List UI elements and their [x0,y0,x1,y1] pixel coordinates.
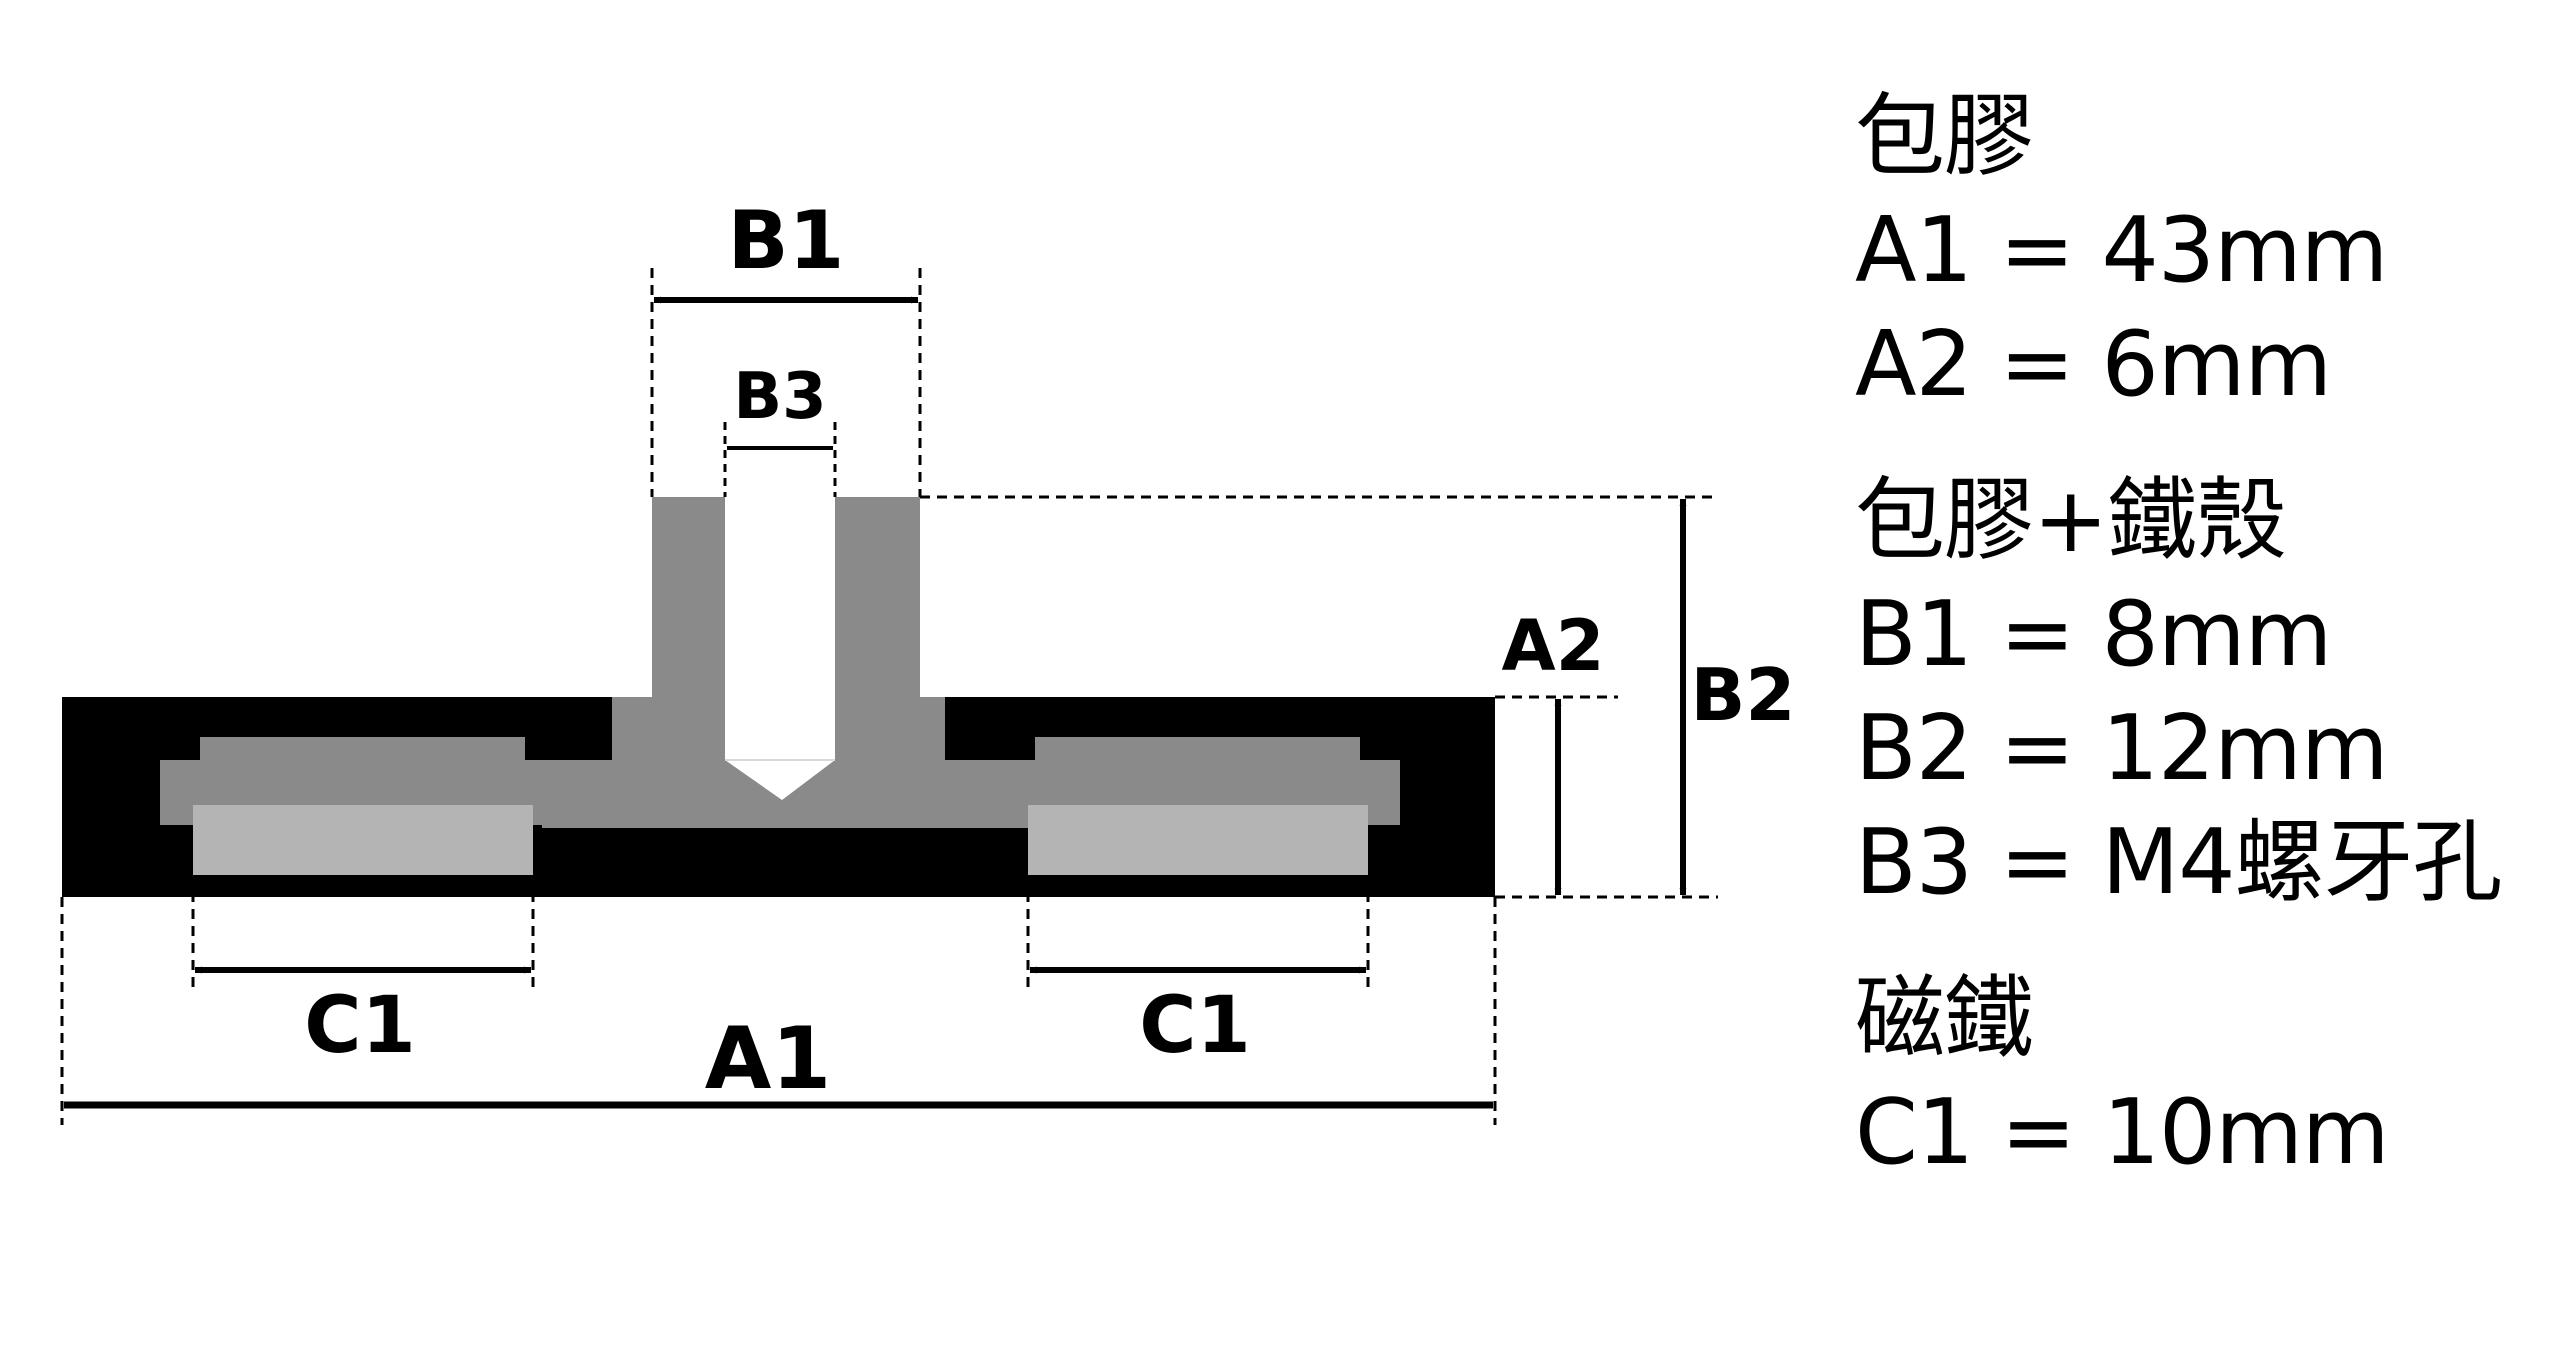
label-c1-left: C1 [304,981,416,1071]
cross-section-body [62,497,1495,897]
dimension-lines [60,268,1718,1125]
label-b1: B1 [728,194,845,287]
spec-line-a2: A2 = 6mm [1855,312,2332,417]
label-b2: B2 [1691,653,1796,737]
spec-line-a1: A1 = 43mm [1855,198,2388,303]
threaded-hole [725,497,835,800]
label-c1-right: C1 [1139,981,1251,1071]
spec-heading-magnet: 磁鐵 [1855,966,2034,1071]
spec-group-rubber-steel: 包膠+鐵殼 B1 = 8mm B2 = 12mm B3 = M4螺牙孔 [1855,464,2535,920]
spec-line-b1: B1 = 8mm [1855,582,2332,687]
magnet-left [193,805,533,875]
dimension-labels: B1 B3 A2 B2 C1 C1 A1 [304,194,1795,1109]
spec-line-b2: B2 = 12mm [1855,696,2389,801]
spec-heading-rubber-steel: 包膠+鐵殼 [1855,468,2286,573]
spec-line-b3: B3 = M4螺牙孔 [1855,810,2503,915]
label-a1: A1 [705,1009,831,1109]
spec-heading-rubber: 包膠 [1855,84,2034,189]
spec-legend: 包膠 A1 = 43mm A2 = 6mm 包膠+鐵殼 B1 = 8mm B2 … [1855,80,2535,1232]
label-b3: B3 [733,360,826,434]
label-a2: A2 [1502,605,1605,687]
spec-group-magnet: 磁鐵 C1 = 10mm [1855,962,2535,1190]
spec-group-rubber: 包膠 A1 = 43mm A2 = 6mm [1855,80,2535,422]
magnet-right [1028,805,1368,875]
spec-line-c1: C1 = 10mm [1855,1080,2390,1185]
